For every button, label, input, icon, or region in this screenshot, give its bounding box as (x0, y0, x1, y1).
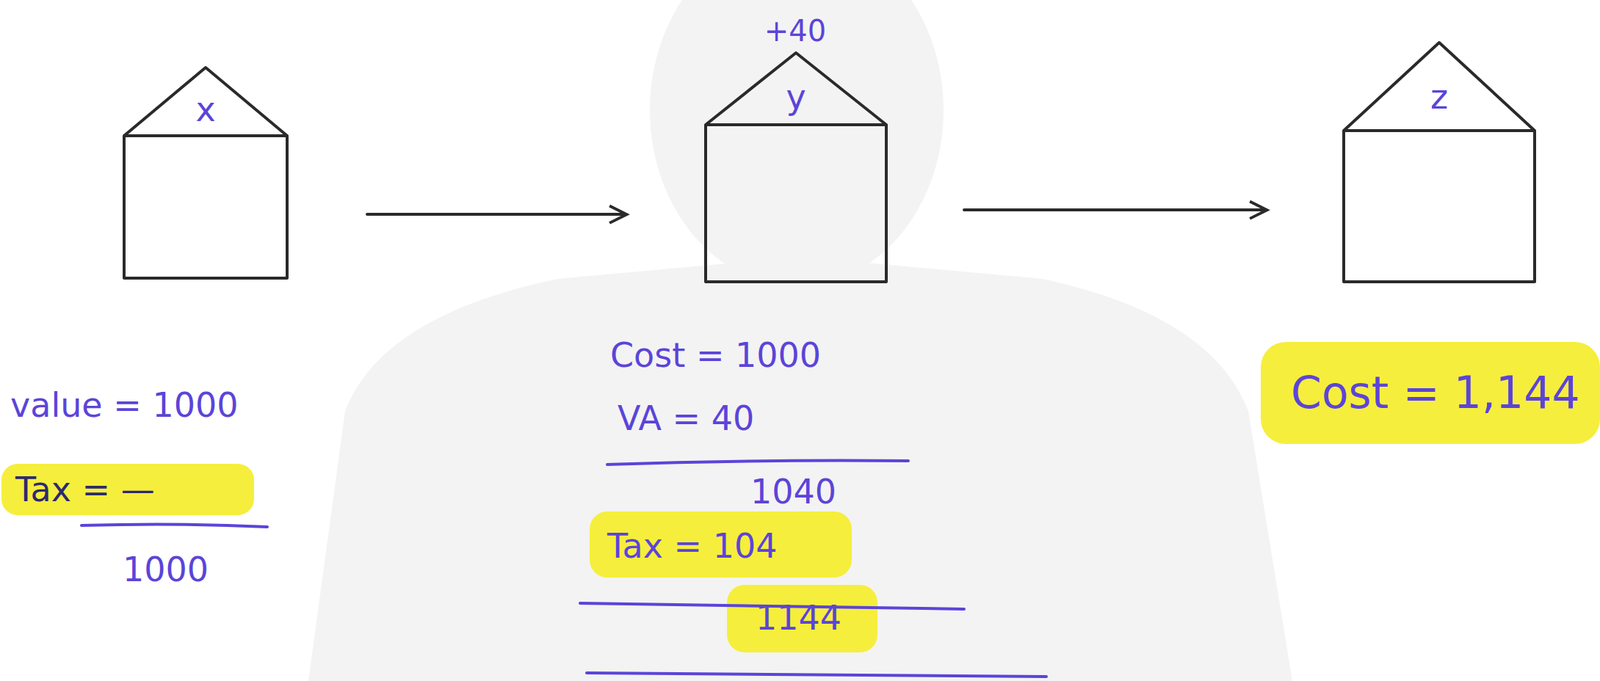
highlight (589, 511, 852, 578)
underline (607, 461, 909, 465)
variable-letter: y (785, 80, 806, 114)
cost-line: Cost = 1000 (610, 338, 821, 373)
highlight (726, 585, 878, 653)
house-shape: x (122, 66, 289, 280)
final-cost: Cost = 1,144 (1290, 370, 1581, 415)
total-value: 1144 (755, 601, 842, 636)
house-shape: y (704, 51, 888, 284)
subtotal-value: 1040 (750, 475, 837, 509)
faint-body (308, 256, 1293, 681)
value-added-line: VA = 40 (617, 401, 755, 436)
variable-letter: x (195, 92, 216, 127)
underline (81, 524, 268, 528)
value-added-note: +40 (764, 16, 827, 46)
tax-line: Tax = 104 (607, 529, 777, 564)
value-line: value = 1000 (10, 388, 239, 423)
flow-arrow (964, 208, 1266, 212)
highlight (1260, 342, 1600, 445)
total-value: 1000 (122, 552, 209, 587)
house-outline (1342, 41, 1537, 284)
house-shape: z (1342, 41, 1537, 284)
faint-head (649, 0, 944, 287)
flow-arrow (367, 212, 626, 216)
highlight (1, 464, 255, 516)
underline (586, 673, 1047, 678)
tax-line: Tax = — (15, 472, 155, 507)
variable-letter: z (1430, 80, 1449, 114)
